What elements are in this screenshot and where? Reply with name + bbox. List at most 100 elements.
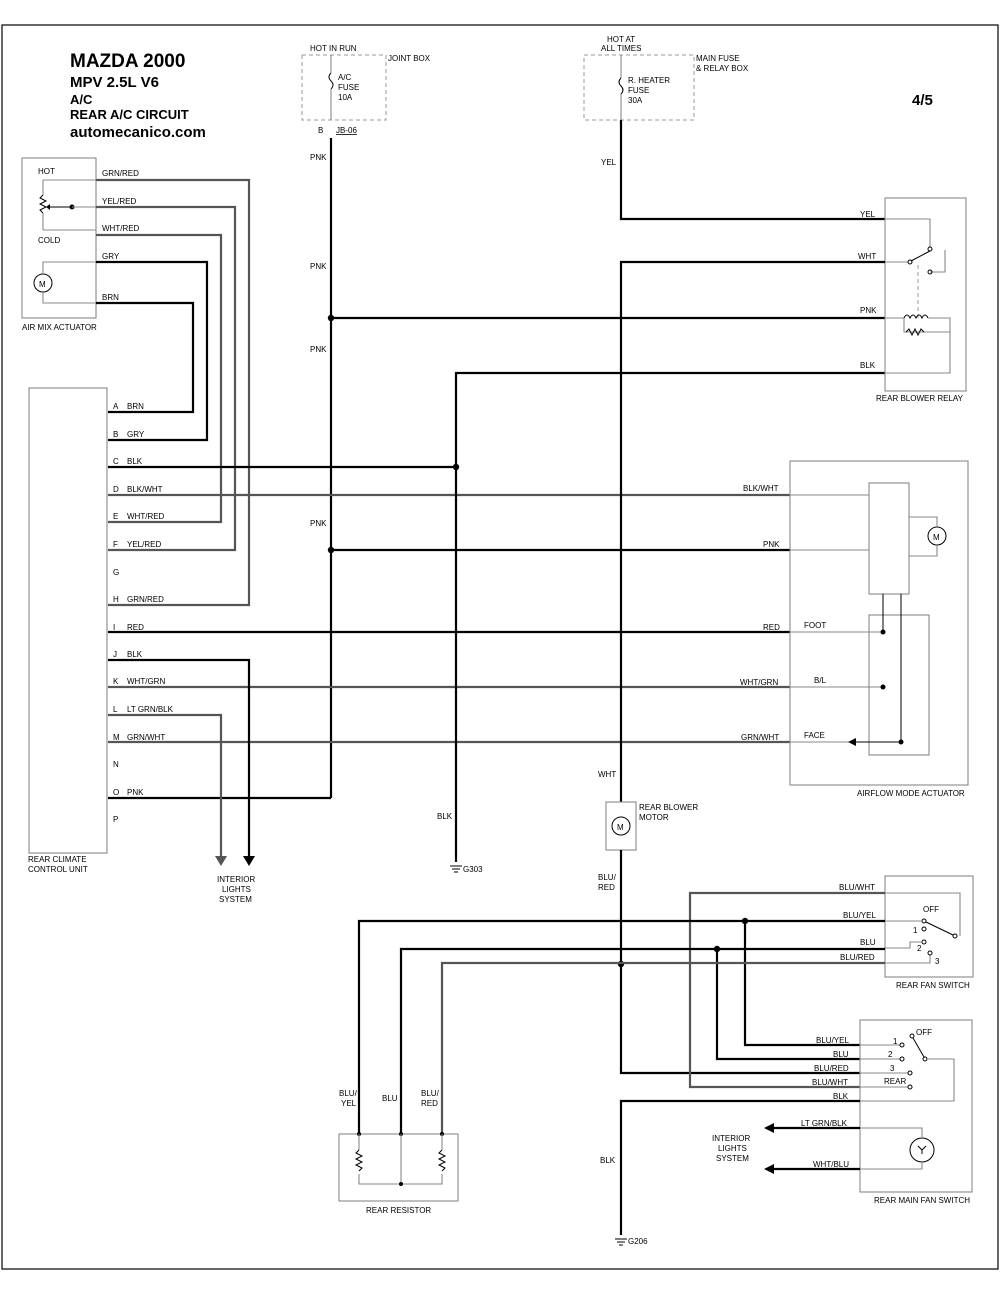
wht-label: WHT [598,770,616,779]
res-blu-red-a: BLU/ [421,1089,440,1098]
bl-label: B/L [814,676,827,685]
mfs-2: 2 [888,1050,893,1059]
interior-label-3: SYSTEM [219,895,252,904]
blower-motor-symbol: M [617,823,624,832]
blower-blu-label: BLU/ [598,873,617,882]
motor-symbol: M [39,280,46,289]
pin-e-wire: WHT/RED [127,512,165,521]
am-wire-2: YEL/RED [102,197,136,206]
pin-e: E [113,512,118,521]
fs-1: 1 [913,926,918,935]
pin-k-wire: WHT/GRN [127,677,165,686]
blower-relay-label: REAR BLOWER RELAY [876,394,964,403]
pin-m-wire: GRN/WHT [127,733,165,742]
jb06-connector: JB-06 [336,126,357,135]
am-wire-4: GRY [102,252,120,261]
mfs-3: 3 [890,1064,895,1073]
air-mix-actuator: HOT COLD M AIR MIX ACTUATOR [21,157,97,332]
right-interior-2: LIGHTS [718,1144,747,1153]
rear-fan-switch: REAR FAN SWITCH BLU/WHT BLU/YEL BLU BLU/… [839,875,974,990]
page-number: 4/5 [912,92,933,109]
rear-main-fan-switch: REAR MAIN FAN SWITCH BLU/YEL BLU BLU/RED… [801,1019,973,1205]
ac-fuse-word: FUSE [338,83,359,92]
relay-pnk-label: PNK [860,306,877,315]
mfs-1: 1 [893,1037,898,1046]
circuit-label: REAR A/C CIRCUIT [70,107,189,122]
pin-b: B [113,430,118,439]
pin-l-wire: LT GRN/BLK [127,705,174,714]
all-times-label: ALL TIMES [601,44,641,53]
airflow-motor-symbol: M [933,533,940,542]
af-wht-grn-label: WHT/GRN [740,678,778,687]
hot-in-run-label: HOT IN RUN [310,44,357,53]
fan-switch-label: REAR FAN SWITCH [896,981,970,990]
relay-blk-label: BLK [860,361,876,370]
pin-h-wire: GRN/RED [127,595,164,604]
pin-d-wire: BLK/WHT [127,485,163,494]
mfs-blu-yel-label: BLU/YEL [816,1036,849,1045]
ac-fuse-name: A/C [338,73,352,82]
ac-fuse-pin: B [318,126,323,135]
system-label: A/C [70,92,93,107]
pin-i: I [113,623,115,632]
blower-label-1: REAR BLOWER [639,803,698,812]
pin-p: P [113,815,118,824]
mfs-wht-blu-label: WHT/BLU [813,1160,849,1169]
af-pnk-label: PNK [763,540,780,549]
cold-label: COLD [38,236,60,245]
pin-j-wire: BLK [127,650,143,659]
rear-resistor: REAR RESISTOR BLU/ YEL BLU BLU/ RED [338,1089,459,1215]
pnk-label-1: PNK [310,153,327,162]
am-wire-1: GRN/RED [102,169,139,178]
relay-yel-label: YEL [860,210,876,219]
mfs-lt-grn-blk-label: LT GRN/BLK [801,1119,848,1128]
face-label: FACE [804,731,825,740]
main-fuse-label: MAIN FUSE [696,54,740,63]
mfs-rear-label: REAR [884,1077,906,1086]
heater-fuse-rating: 30A [628,96,643,105]
heater-fuse: HOT AT ALL TIMES MAIN FUSE & RELAY BOX R… [583,35,749,121]
fs-off-label: OFF [923,905,939,914]
af-grn-wht-label: GRN/WHT [741,733,779,742]
ccu-label-1: REAR CLIMATE [28,855,87,864]
fs-blu-wht-label: BLU/WHT [839,883,875,892]
res-blu-red-b: RED [421,1099,438,1108]
pnk-label-3: PNK [310,345,327,354]
joint-box-label: JOINT BOX [388,54,431,63]
resistor-label: REAR RESISTOR [366,1206,431,1215]
right-interior-3: SYSTEM [716,1154,749,1163]
fs-blu-label: BLU [860,938,876,947]
mfs-off-label: OFF [916,1028,932,1037]
pin-a: A [113,402,119,411]
res-blu-label: BLU [382,1094,398,1103]
interior-label-2: LIGHTS [222,885,251,894]
ccu-label-2: CONTROL UNIT [28,865,88,874]
blower-label-2: MOTOR [639,813,669,822]
pin-k: K [113,677,119,686]
pnk-label-2: PNK [310,262,327,271]
mfs-blu-wht-label: BLU/WHT [812,1078,848,1087]
pin-d: D [113,485,119,494]
model-label: MPV 2.5L V6 [70,74,159,91]
pin-f-wire: YEL/RED [127,540,161,549]
foot-label: FOOT [804,621,826,630]
fs-2: 2 [917,944,922,953]
pin-i-wire: RED [127,623,144,632]
af-red-label: RED [763,623,780,632]
fs-blu-yel-label: BLU/YEL [843,911,876,920]
blower-red-label: RED [598,883,615,892]
pin-l: L [113,705,118,714]
rear-blower-relay: REAR BLOWER RELAY YEL WHT PNK BLK [858,197,967,403]
g206-label: G206 [628,1237,648,1246]
pin-f: F [113,540,118,549]
ac-fuse: HOT IN RUN JOINT BOX A/C FUSE 10A B JB-0… [301,44,431,135]
pin-n: N [113,760,119,769]
res-blu-yel-a: BLU/ [339,1089,358,1098]
airflow-label: AIRFLOW MODE ACTUATOR [857,789,965,798]
mfs-blu-label: BLU [833,1050,849,1059]
relay-box-label: & RELAY BOX [696,64,749,73]
rear-blower-motor: M REAR BLOWER MOTOR [605,801,698,851]
airflow-mode-actuator: AIRFLOW MODE ACTUATOR BLK/WHT PNK RED WH… [740,460,969,798]
af-blk-wht-label: BLK/WHT [743,484,779,493]
